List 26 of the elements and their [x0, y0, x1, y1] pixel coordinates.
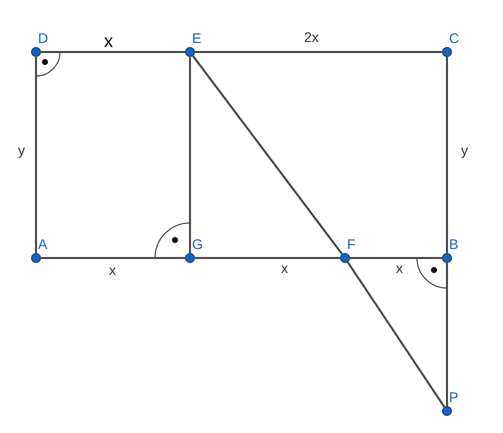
- line-segment: [192, 55, 343, 255]
- point-label: F: [347, 236, 356, 252]
- point-label: E: [192, 30, 202, 46]
- edge-label: y: [18, 142, 25, 158]
- point-label: B: [449, 236, 458, 252]
- point-label: A: [38, 236, 48, 252]
- edge-label: x: [396, 260, 403, 276]
- edge-label: 2x: [304, 29, 319, 45]
- point-label: G: [192, 236, 203, 252]
- line-segment: [195, 257, 340, 259]
- line-segment: [350, 257, 442, 259]
- edge-label: y: [461, 142, 468, 158]
- point-label: C: [449, 30, 460, 46]
- line-segment: [195, 51, 442, 53]
- line-segment: [41, 257, 185, 259]
- point-label: P: [449, 389, 458, 405]
- edge-label: x: [104, 33, 113, 49]
- line-segment: [41, 51, 185, 53]
- line-segment: [346, 262, 446, 408]
- point-label: D: [38, 30, 48, 46]
- line-segment: [35, 57, 37, 253]
- line-segment: [189, 57, 191, 253]
- edge-label: x: [109, 262, 116, 278]
- edge-label: x: [281, 260, 288, 276]
- line-segment: [446, 263, 448, 406]
- line-segment: [446, 57, 448, 253]
